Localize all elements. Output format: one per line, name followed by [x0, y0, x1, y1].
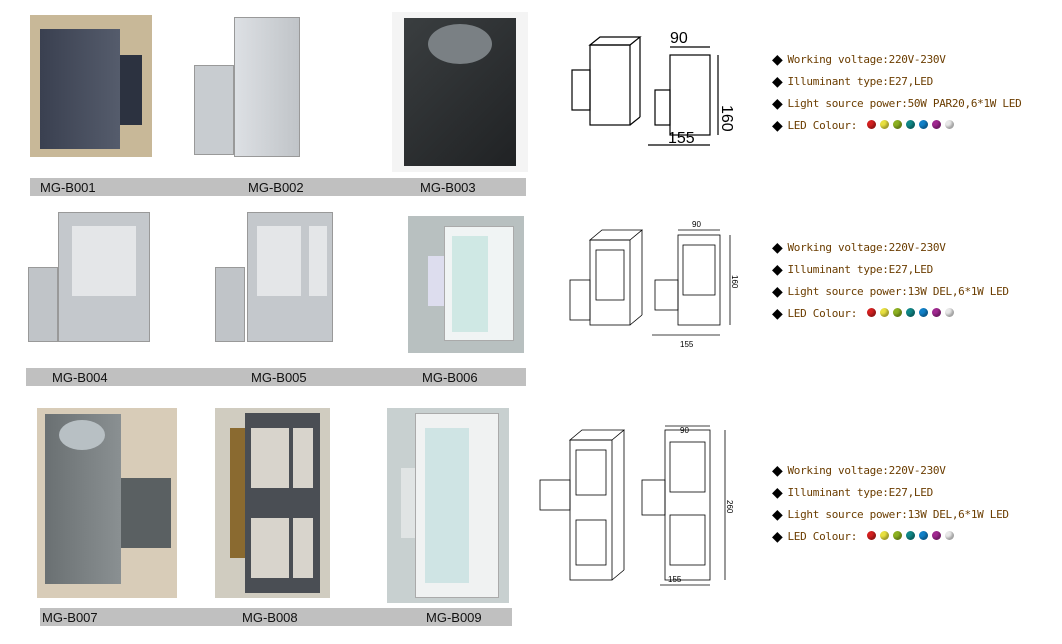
spec-type: Illuminant type:E27,LED: [787, 485, 933, 499]
dimension-height: 160: [730, 275, 739, 289]
bullet-icon: ◆: [772, 483, 783, 500]
led-colour-dot: [867, 530, 877, 540]
product-photo-mg-b004: [28, 212, 153, 344]
label-bar-row-3: MG-B007 MG-B008 MG-B009: [40, 608, 512, 626]
bullet-icon: ◆: [772, 527, 783, 544]
led-colour-dot: [919, 119, 929, 129]
dimension-depth: 155: [668, 130, 695, 147]
spec-type: Illuminant type:E27,LED: [787, 262, 933, 276]
led-colour-dot: [893, 530, 903, 540]
model-label: MG-B004: [52, 370, 108, 385]
led-colour-dot: [919, 530, 929, 540]
specs-row-3: ◆ Working voltage:220V-230V ◆ Illuminant t…: [772, 459, 1009, 547]
spec-colour: LED Colour:: [787, 118, 858, 132]
led-colour-dot: [880, 530, 890, 540]
spec-power: Light source power:13W DEL,6*1W LED: [787, 507, 1009, 521]
led-colour-dot: [867, 307, 877, 317]
spec-voltage: Working voltage:220V-230V: [787, 240, 946, 254]
led-colour-dot: [919, 307, 929, 317]
product-photo-mg-b009: [387, 408, 509, 603]
specs-row-2: ◆ Working voltage:220V-230V ◆ Illuminant t…: [772, 236, 1009, 324]
model-label: MG-B007: [42, 610, 98, 625]
led-colour-dot: [893, 307, 903, 317]
dimension-depth: 155: [680, 340, 694, 349]
dimension-width: 90: [680, 426, 689, 435]
led-colour-dot: [893, 119, 903, 129]
led-colour-dot: [906, 119, 916, 129]
led-colour-dot: [906, 307, 916, 317]
bullet-icon: ◆: [772, 72, 783, 89]
product-photo-mg-b005: [215, 212, 335, 344]
led-colour-dot: [880, 307, 890, 317]
dimension-height: 260: [725, 500, 734, 514]
product-photo-mg-b002: [192, 15, 304, 160]
model-label: MG-B003: [420, 180, 476, 195]
spec-type: Illuminant type:E27,LED: [787, 74, 933, 88]
label-bar-row-1: MG-B001 MG-B002 MG-B003: [30, 178, 526, 196]
model-label: MG-B002: [248, 180, 304, 195]
spec-voltage: Working voltage:220V-230V: [787, 52, 946, 66]
bullet-icon: ◆: [772, 505, 783, 522]
model-label: MG-B008: [242, 610, 298, 625]
label-bar-row-2: MG-B004 MG-B005 MG-B006: [26, 368, 526, 386]
product-photo-mg-b001: [30, 15, 152, 157]
spec-power: Light source power:50W PAR20,6*1W LED: [787, 96, 1022, 110]
spec-voltage: Working voltage:220V-230V: [787, 463, 946, 477]
led-colour-dot: [906, 530, 916, 540]
model-label: MG-B006: [422, 370, 478, 385]
spec-power: Light source power:13W DEL,6*1W LED: [787, 284, 1009, 298]
led-colour-dot: [932, 530, 942, 540]
product-photo-mg-b003: [392, 12, 528, 172]
led-colour-dot: [867, 119, 877, 129]
dimension-width: 90: [692, 220, 701, 229]
bullet-icon: ◆: [772, 461, 783, 478]
model-label: MG-B009: [426, 610, 482, 625]
bullet-icon: ◆: [772, 304, 783, 321]
bullet-icon: ◆: [772, 94, 783, 111]
dimension-drawing-row-1: 90 160 155: [571, 30, 735, 147]
spec-colour: LED Colour:: [787, 306, 858, 320]
product-photo-mg-b007: [37, 408, 177, 598]
led-colour-dot: [932, 119, 942, 129]
dimension-drawing-row-2: 90 160 155: [569, 220, 739, 349]
dimension-drawing-row-3: 90 260 155: [539, 425, 734, 586]
bullet-icon: ◆: [772, 260, 783, 277]
specs-row-1: ◆ Working voltage:220V-230V ◆ Illuminant t…: [772, 48, 1022, 136]
bullet-icon: ◆: [772, 238, 783, 255]
model-label: MG-B005: [251, 370, 307, 385]
spec-colour: LED Colour:: [787, 529, 858, 543]
led-colour-dot: [945, 119, 955, 129]
bullet-icon: ◆: [772, 116, 783, 133]
led-colour-swatches: [867, 530, 958, 543]
bullet-icon: ◆: [772, 50, 783, 67]
dimension-depth: 155: [668, 575, 682, 584]
bullet-icon: ◆: [772, 282, 783, 299]
model-label: MG-B001: [40, 180, 96, 195]
led-colour-dot: [945, 530, 955, 540]
led-colour-dot: [932, 307, 942, 317]
product-photo-mg-b006: [408, 216, 524, 353]
dimension-width: 90: [670, 30, 688, 47]
led-colour-dot: [880, 119, 890, 129]
dimension-height: 160: [718, 105, 735, 132]
led-colour-dot: [945, 307, 955, 317]
led-colour-swatches: [867, 307, 958, 320]
led-colour-swatches: [867, 119, 958, 132]
product-photo-mg-b008: [215, 408, 330, 598]
